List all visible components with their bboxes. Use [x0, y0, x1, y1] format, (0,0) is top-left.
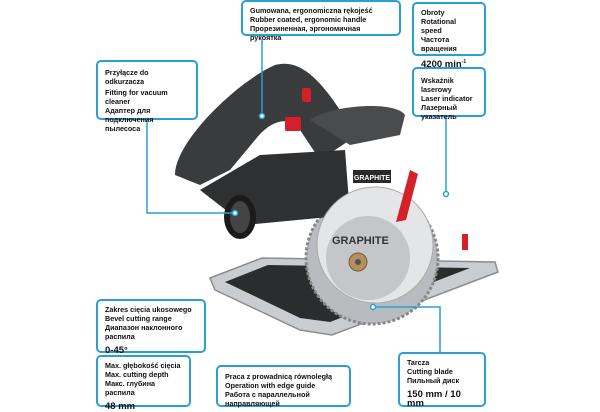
laser-en: Laser indicator — [421, 94, 473, 103]
guide-pl: Praca z prowadnicą równoległą — [225, 372, 333, 381]
blade-en: Cutting blade — [407, 367, 453, 376]
callout-lines — [146, 40, 447, 352]
vacuum-ru: Адаптер для подключения пылесоса — [105, 106, 154, 133]
bevel-ru: Диапазон наклонного распила — [105, 323, 183, 341]
laser-pl: Wskaźnik laserowy — [421, 76, 454, 94]
switch-lock — [302, 88, 311, 102]
blade-pl: Tarcza — [407, 358, 430, 367]
handle-en: Rubber coated, ergonomic handle — [250, 15, 367, 24]
vacuum-en: Fitting for vacuum cleaner — [105, 88, 168, 106]
bevel-pl: Zakres cięcia ukosowego — [105, 305, 192, 314]
laser-ru: Лазерный указатель — [421, 103, 458, 121]
callout-handle: Gumowana, ergonomiczna rękojeść Rubber c… — [241, 0, 401, 42]
depth-value: 48 mm — [105, 401, 136, 412]
callout-blade: Tarcza Cutting blade Пильный диск 150 mm… — [398, 352, 486, 409]
speed-value: 4200 min-1 — [421, 59, 467, 71]
trigger — [285, 117, 301, 131]
depth-pl: Max. głębokość cięcia — [105, 361, 181, 370]
blade-ru: Пильный диск — [407, 376, 460, 385]
brand-label: GRAPHITE — [332, 235, 389, 247]
handle-pl: Gumowana, ergonomiczna rękojeść — [250, 6, 373, 15]
speed-pl: Obroty — [421, 8, 445, 17]
callout-depth: Max. głębokość cięcia Max. cutting depth… — [96, 355, 191, 411]
depth-ru: Макс. глубина распила — [105, 379, 156, 397]
callout-laser: Wskaźnik laserowy Laser indicator Лазерн… — [412, 67, 486, 121]
callout-speed: Obroty Rotational speed Частота вращения… — [412, 2, 486, 69]
vacuum-pl: Przyłącze do odkurzacza — [105, 68, 149, 86]
callout-bevel: Zakres cięcia ukosowego Bevel cutting ra… — [96, 299, 206, 356]
speed-ru: Частота вращения — [421, 35, 457, 53]
bevel-en: Bevel cutting range — [105, 314, 172, 323]
speed-en: Rotational speed — [421, 17, 457, 35]
blade-value: 150 mm / 10 mm — [407, 389, 461, 409]
bevel-lever — [396, 170, 418, 222]
depth-lever — [462, 234, 468, 250]
guide-en: Operation with edge guide — [225, 381, 316, 390]
guide-ru: Работа с параллельной направляющей — [225, 390, 310, 408]
depth-en: Max. cutting depth — [105, 370, 169, 379]
brand-label-small: GRAPHITE — [354, 175, 391, 182]
callout-guide: Praca z prowadnicą równoległą Operation … — [216, 365, 351, 408]
callout-vacuum: Przyłącze do odkurzacza Fitting for vacu… — [96, 60, 198, 133]
handle-ru: Прорезиненная, эргономичная рукоятка — [250, 24, 361, 42]
circular-saw-illustration: GRAPHITE GRAPHITE — [146, 40, 499, 352]
bevel-value: 0-45° — [105, 345, 128, 356]
